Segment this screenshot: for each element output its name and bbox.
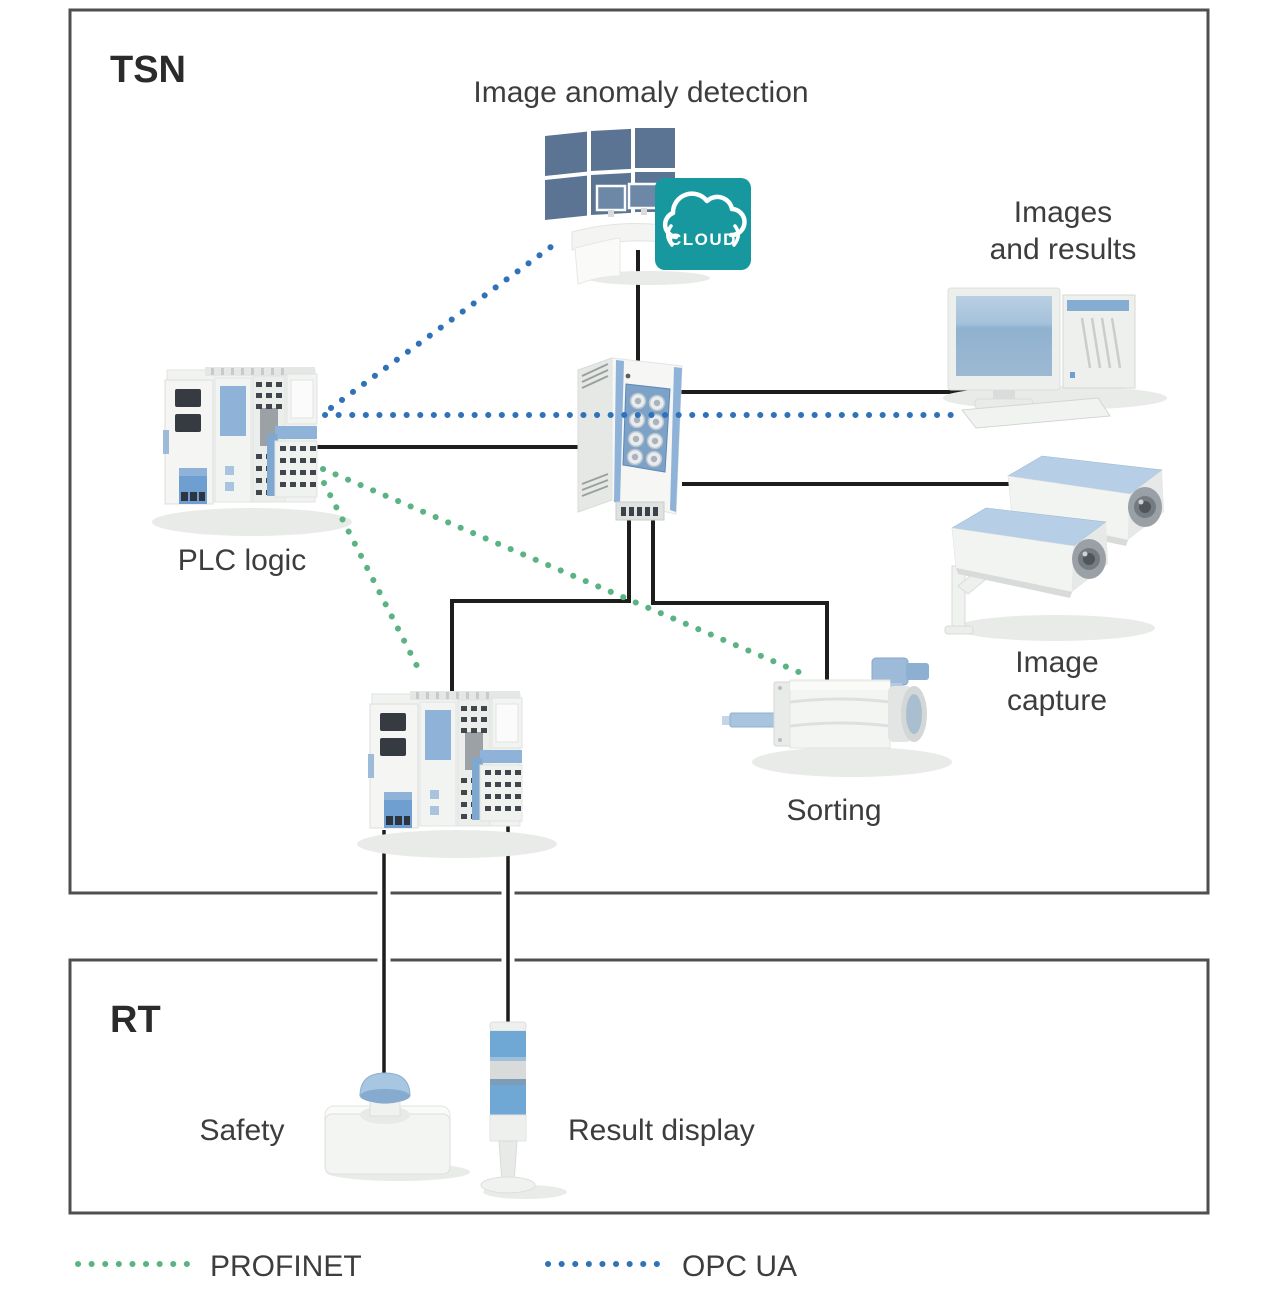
plc-logic-device [162, 366, 318, 505]
images-results-label-line2: and results [990, 233, 1137, 266]
border-gap-casings [377, 870, 515, 985]
images-results-label-line1: Images [1014, 196, 1112, 229]
line-switch-to-io-station [450, 520, 631, 700]
rt-zone-label: RT [110, 999, 161, 1041]
protocol-lines [320, 238, 956, 676]
legend-profinet-label: PROFINET [210, 1250, 362, 1283]
legend: PROFINET OPC UA [75, 1250, 797, 1283]
profinet-line-plc-to-io [321, 480, 421, 671]
tsn-zone-box [68, 8, 1210, 895]
image-capture-label-line1: Image [1015, 646, 1098, 679]
image-capture-label-line2: capture [1007, 684, 1107, 717]
result-display-tower [480, 1021, 536, 1194]
anomaly-detection-label: Image anomaly detection [473, 76, 808, 109]
desk-monitor [595, 182, 660, 217]
result-display-label: Result display [568, 1114, 755, 1147]
safety-label: Safety [199, 1114, 284, 1147]
pc-keyboard [961, 397, 1111, 429]
cloud-icon: CLOUD [655, 178, 751, 270]
shadows [152, 271, 1167, 1199]
opcua-line-plc-to-desk [328, 238, 562, 411]
profinet-line-plc-to-sorting [320, 466, 804, 676]
images-and-results-pc [947, 287, 1136, 429]
line-switch-to-sorting [651, 520, 829, 692]
legend-opcua-label: OPC UA [682, 1250, 797, 1283]
ethernet-lines [313, 250, 1014, 1082]
io-station-device [367, 690, 523, 829]
safety-estop [324, 1072, 451, 1175]
video-wall-monitors [545, 128, 675, 220]
tsn-zone-label: TSN [110, 49, 186, 91]
rt-zone-box [68, 958, 1210, 1215]
network-switch [577, 357, 683, 521]
image-capture-cameras [944, 455, 1165, 635]
sorting-label: Sorting [786, 794, 881, 827]
switch-ports [626, 392, 666, 468]
cloud-label: CLOUD [669, 230, 737, 249]
desk-front [574, 237, 621, 285]
sorting-motor [722, 657, 929, 749]
plc-logic-label: PLC logic [178, 544, 306, 577]
